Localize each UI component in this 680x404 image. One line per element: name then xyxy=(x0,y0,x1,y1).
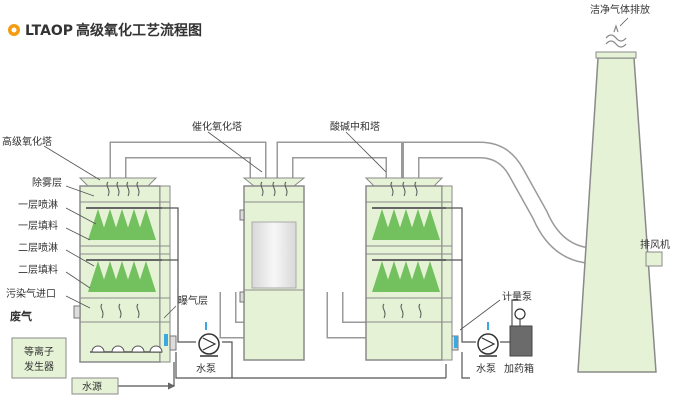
label-catalytic-oxidation-tower: 催化氧化塔 xyxy=(192,120,242,133)
label-exhaust-fan: 排风机 xyxy=(640,238,670,251)
label-polluted-gas-inlet: 污染气进口 xyxy=(6,287,56,300)
water-piping xyxy=(118,207,518,390)
metering-pump-icon xyxy=(514,308,526,326)
labels: 洁净气体排放 催化氧化塔 酸碱中和塔 高级氧化塔 除雾层 一层喷淋 一层填料 二… xyxy=(2,3,670,393)
label-water-source: 水源 xyxy=(82,380,102,393)
label-water-pump-right: 水泵 xyxy=(476,363,496,375)
leader-lines xyxy=(43,17,629,331)
clean-gas-icon xyxy=(605,24,627,48)
spray-layer-1-icon xyxy=(88,209,156,240)
chimney xyxy=(577,24,663,373)
water-pump-right-icon xyxy=(477,333,499,357)
label-clean-gas-exhaust: 洁净气体排放 xyxy=(590,3,650,16)
label-advanced-oxidation-tower: 高级氧化塔 xyxy=(2,135,52,148)
label-metering-pump: 计量泵 xyxy=(502,290,532,303)
spray-layer-2-icon xyxy=(88,261,156,292)
exhaust-fan-port xyxy=(645,251,663,267)
label-plasma-line-2: 发生器 xyxy=(24,360,54,373)
label-dosing-tank: 加药箱 xyxy=(504,362,534,375)
page-title: 高级氧化工艺流程图 xyxy=(76,22,202,39)
label-waste-gas: 废气 xyxy=(10,309,32,323)
label-packing-layer-2: 二层填料 xyxy=(18,263,58,276)
water-pump-left-icon xyxy=(198,333,220,357)
label-demist-layer: 除雾层 xyxy=(32,176,62,189)
label-water-pump-left: 水泵 xyxy=(196,363,216,375)
advanced-oxidation-tower xyxy=(73,177,177,363)
label-plasma-line-1: 等离子 xyxy=(24,345,54,358)
water-source-box xyxy=(71,377,119,395)
label-aeration-layer: 曝气层 xyxy=(178,294,208,307)
label-spray-layer-2: 二层喷淋 xyxy=(18,241,58,254)
catalyst-bed xyxy=(251,221,297,289)
header: LTAOP 高级氧化工艺流程图 xyxy=(8,22,202,39)
acid-alkali-neutralization-tower xyxy=(364,177,459,361)
plasma-generator xyxy=(11,337,67,379)
ducts xyxy=(109,141,608,339)
label-acid-alkali-tower: 酸碱中和塔 xyxy=(330,120,380,133)
label-spray-layer-1: 一层喷淋 xyxy=(18,198,58,211)
dosing-tank xyxy=(509,325,533,357)
catalytic-oxidation-tower xyxy=(239,177,306,361)
brand-name: LTAOP xyxy=(25,23,73,39)
aeration-dome-icon xyxy=(90,345,163,353)
label-packing-layer-1: 一层填料 xyxy=(18,219,58,232)
